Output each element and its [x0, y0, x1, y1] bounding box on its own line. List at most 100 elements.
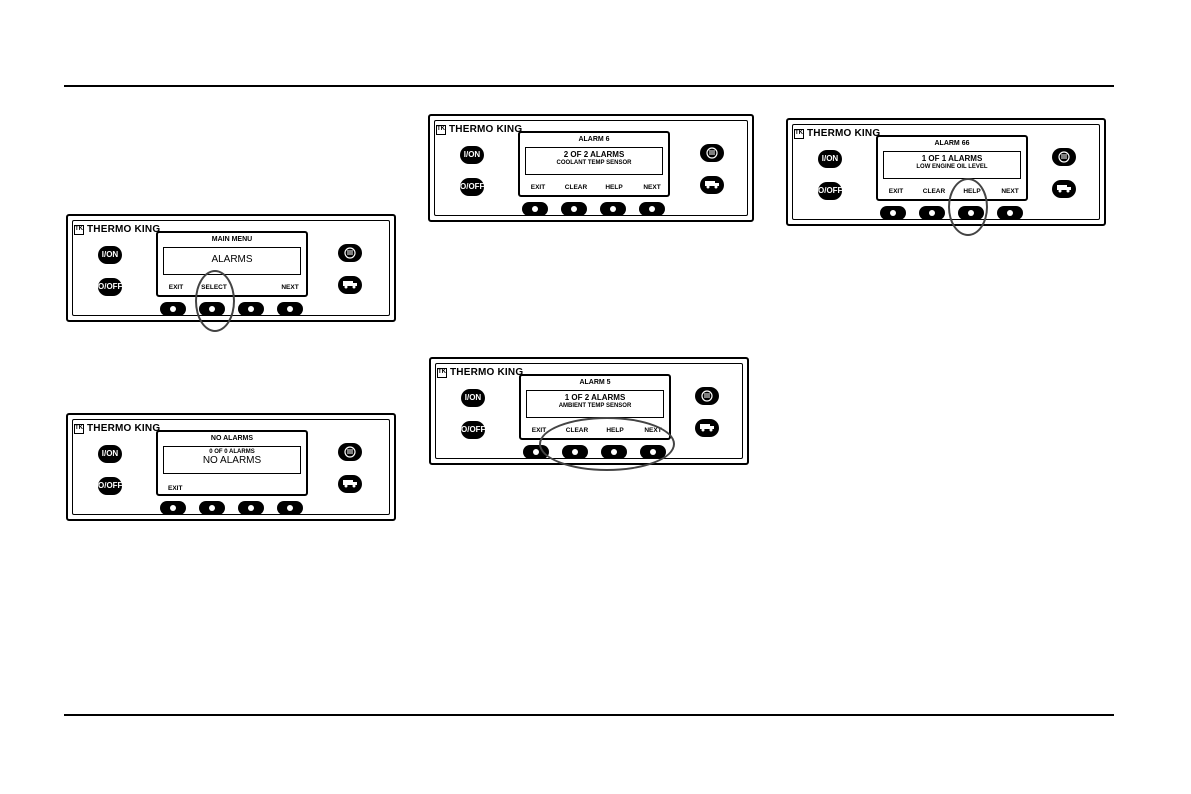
truck-icon [338, 279, 362, 289]
brand-name: THERMO KING [449, 124, 523, 135]
screen-line-2: COOLANT TEMP SENSOR [556, 160, 632, 166]
panel-main-menu: TK THERMO KING I/ON O/OFF MAIN MENU ALAR… [66, 214, 396, 332]
cycle-sentry-button[interactable] [338, 443, 362, 461]
key-label-3: HELP [605, 184, 623, 191]
mode-button[interactable] [700, 176, 724, 194]
panel-bezel [434, 120, 748, 216]
key-label-1: EXIT [531, 427, 547, 434]
soft-key-labels: EXIT [158, 485, 306, 495]
cycle-sentry-button[interactable] [700, 144, 724, 162]
panel-bezel [792, 124, 1100, 220]
screen-line-1: 2 OF 2 ALARMS [563, 150, 625, 159]
cycle-sentry-icon [1052, 151, 1076, 163]
screen-title: ALARM 66 [934, 140, 970, 147]
off-button[interactable]: O/OFF [98, 278, 122, 296]
screen-line-1: ALARMS [211, 254, 253, 265]
cycle-sentry-icon [338, 247, 362, 259]
panel-alarm-6: TK THERMO KING I/ON O/OFF ALARM 6 2 OF 2… [428, 114, 754, 222]
mode-button[interactable] [695, 419, 719, 437]
highlight-select-key [195, 270, 235, 332]
logo: TK THERMO KING [436, 124, 522, 135]
screen-title: NO ALARMS [210, 435, 254, 442]
key-label-1: EXIT [888, 188, 904, 195]
thermo-king-logo-icon: TK [74, 423, 84, 434]
soft-key-1[interactable] [880, 206, 906, 220]
key-label-2: CLEAR [922, 188, 946, 195]
screen-line-1: 0 OF 0 ALARMS [209, 449, 255, 455]
cycle-sentry-button[interactable] [1052, 148, 1076, 166]
screen-display: 2 OF 2 ALARMS COOLANT TEMP SENSOR [525, 147, 663, 175]
panel-no-alarms: TK THERMO KING I/ON O/OFF NO ALARMS 0 OF… [66, 413, 396, 521]
soft-key-1[interactable] [160, 302, 186, 316]
truck-icon [700, 179, 724, 189]
key-label-4: NEXT [1001, 188, 1019, 195]
lcd-screen: ALARM 6 2 OF 2 ALARMS COOLANT TEMP SENSO… [518, 131, 670, 197]
screen-display: 1 OF 2 ALARMS AMBIENT TEMP SENSOR [526, 390, 664, 418]
mode-button[interactable] [338, 475, 362, 493]
key-label-4: NEXT [281, 284, 299, 291]
screen-line-2: NO ALARMS [202, 455, 262, 466]
highlight-help-key [948, 178, 988, 236]
screen-title: MAIN MENU [211, 236, 253, 243]
off-button[interactable]: O/OFF [98, 477, 122, 495]
off-button[interactable]: O/OFF [460, 178, 484, 196]
on-button[interactable]: I/ON [461, 389, 485, 407]
soft-key-3[interactable] [238, 501, 264, 515]
off-button[interactable]: O/OFF [818, 182, 842, 200]
soft-key-2[interactable] [919, 206, 945, 220]
soft-key-1[interactable] [522, 202, 548, 216]
panel-alarm-66: TK THERMO KING I/ON O/OFF ALARM 66 1 OF … [786, 118, 1106, 236]
thermo-king-logo-icon: TK [437, 367, 447, 378]
mode-button[interactable] [338, 276, 362, 294]
cycle-sentry-icon [700, 147, 724, 159]
on-button[interactable]: I/ON [818, 150, 842, 168]
on-button[interactable]: I/ON [98, 246, 122, 264]
key-label-1: EXIT [168, 284, 184, 291]
soft-key-4[interactable] [277, 501, 303, 515]
soft-key-3[interactable] [600, 202, 626, 216]
truck-icon [1052, 183, 1076, 193]
brand-name: THERMO KING [87, 224, 161, 235]
mode-button[interactable] [1052, 180, 1076, 198]
soft-key-4[interactable] [639, 202, 665, 216]
key-label-4: NEXT [643, 184, 661, 191]
logo: TK THERMO KING [74, 224, 160, 235]
soft-key-4[interactable] [277, 302, 303, 316]
soft-key-2[interactable] [561, 202, 587, 216]
logo: TK THERMO KING [74, 423, 160, 434]
thermo-king-logo-icon: TK [794, 128, 804, 139]
cycle-sentry-button[interactable] [695, 387, 719, 405]
screen-display: 1 OF 1 ALARMS LOW ENGINE OIL LEVEL [883, 151, 1021, 179]
brand-name: THERMO KING [87, 423, 161, 434]
soft-key-4[interactable] [997, 206, 1023, 220]
soft-key-3[interactable] [238, 302, 264, 316]
screen-display: ALARMS [163, 247, 301, 275]
thermo-king-logo-icon: TK [74, 224, 84, 235]
highlight-clear-help-next-keys [539, 417, 675, 471]
thermo-king-logo-icon: TK [436, 124, 446, 135]
screen-title: ALARM 6 [578, 136, 610, 143]
logo: TK THERMO KING [794, 128, 880, 139]
brand-name: THERMO KING [807, 128, 881, 139]
key-label-2: CLEAR [564, 184, 588, 191]
key-label-1: EXIT [168, 485, 183, 492]
cycle-sentry-icon [338, 446, 362, 458]
truck-icon [695, 422, 719, 432]
screen-line-1: 1 OF 1 ALARMS [921, 154, 983, 163]
top-rule [64, 85, 1114, 87]
panel-bezel [72, 419, 390, 515]
lcd-screen: NO ALARMS 0 OF 0 ALARMS NO ALARMS EXIT [156, 430, 308, 496]
panel-alarm-5: TK THERMO KING I/ON O/OFF ALARM 5 1 OF 2… [429, 357, 749, 471]
screen-line-1: 1 OF 2 ALARMS [564, 393, 626, 402]
screen-line-2: LOW ENGINE OIL LEVEL [916, 164, 988, 170]
soft-key-1[interactable] [160, 501, 186, 515]
soft-key-2[interactable] [199, 501, 225, 515]
screen-line-2: AMBIENT TEMP SENSOR [558, 403, 632, 409]
off-button[interactable]: O/OFF [461, 421, 485, 439]
on-button[interactable]: I/ON [98, 445, 122, 463]
on-button[interactable]: I/ON [460, 146, 484, 164]
brand-name: THERMO KING [450, 367, 524, 378]
cycle-sentry-button[interactable] [338, 244, 362, 262]
key-label-1: EXIT [530, 184, 546, 191]
bottom-rule [64, 714, 1114, 716]
